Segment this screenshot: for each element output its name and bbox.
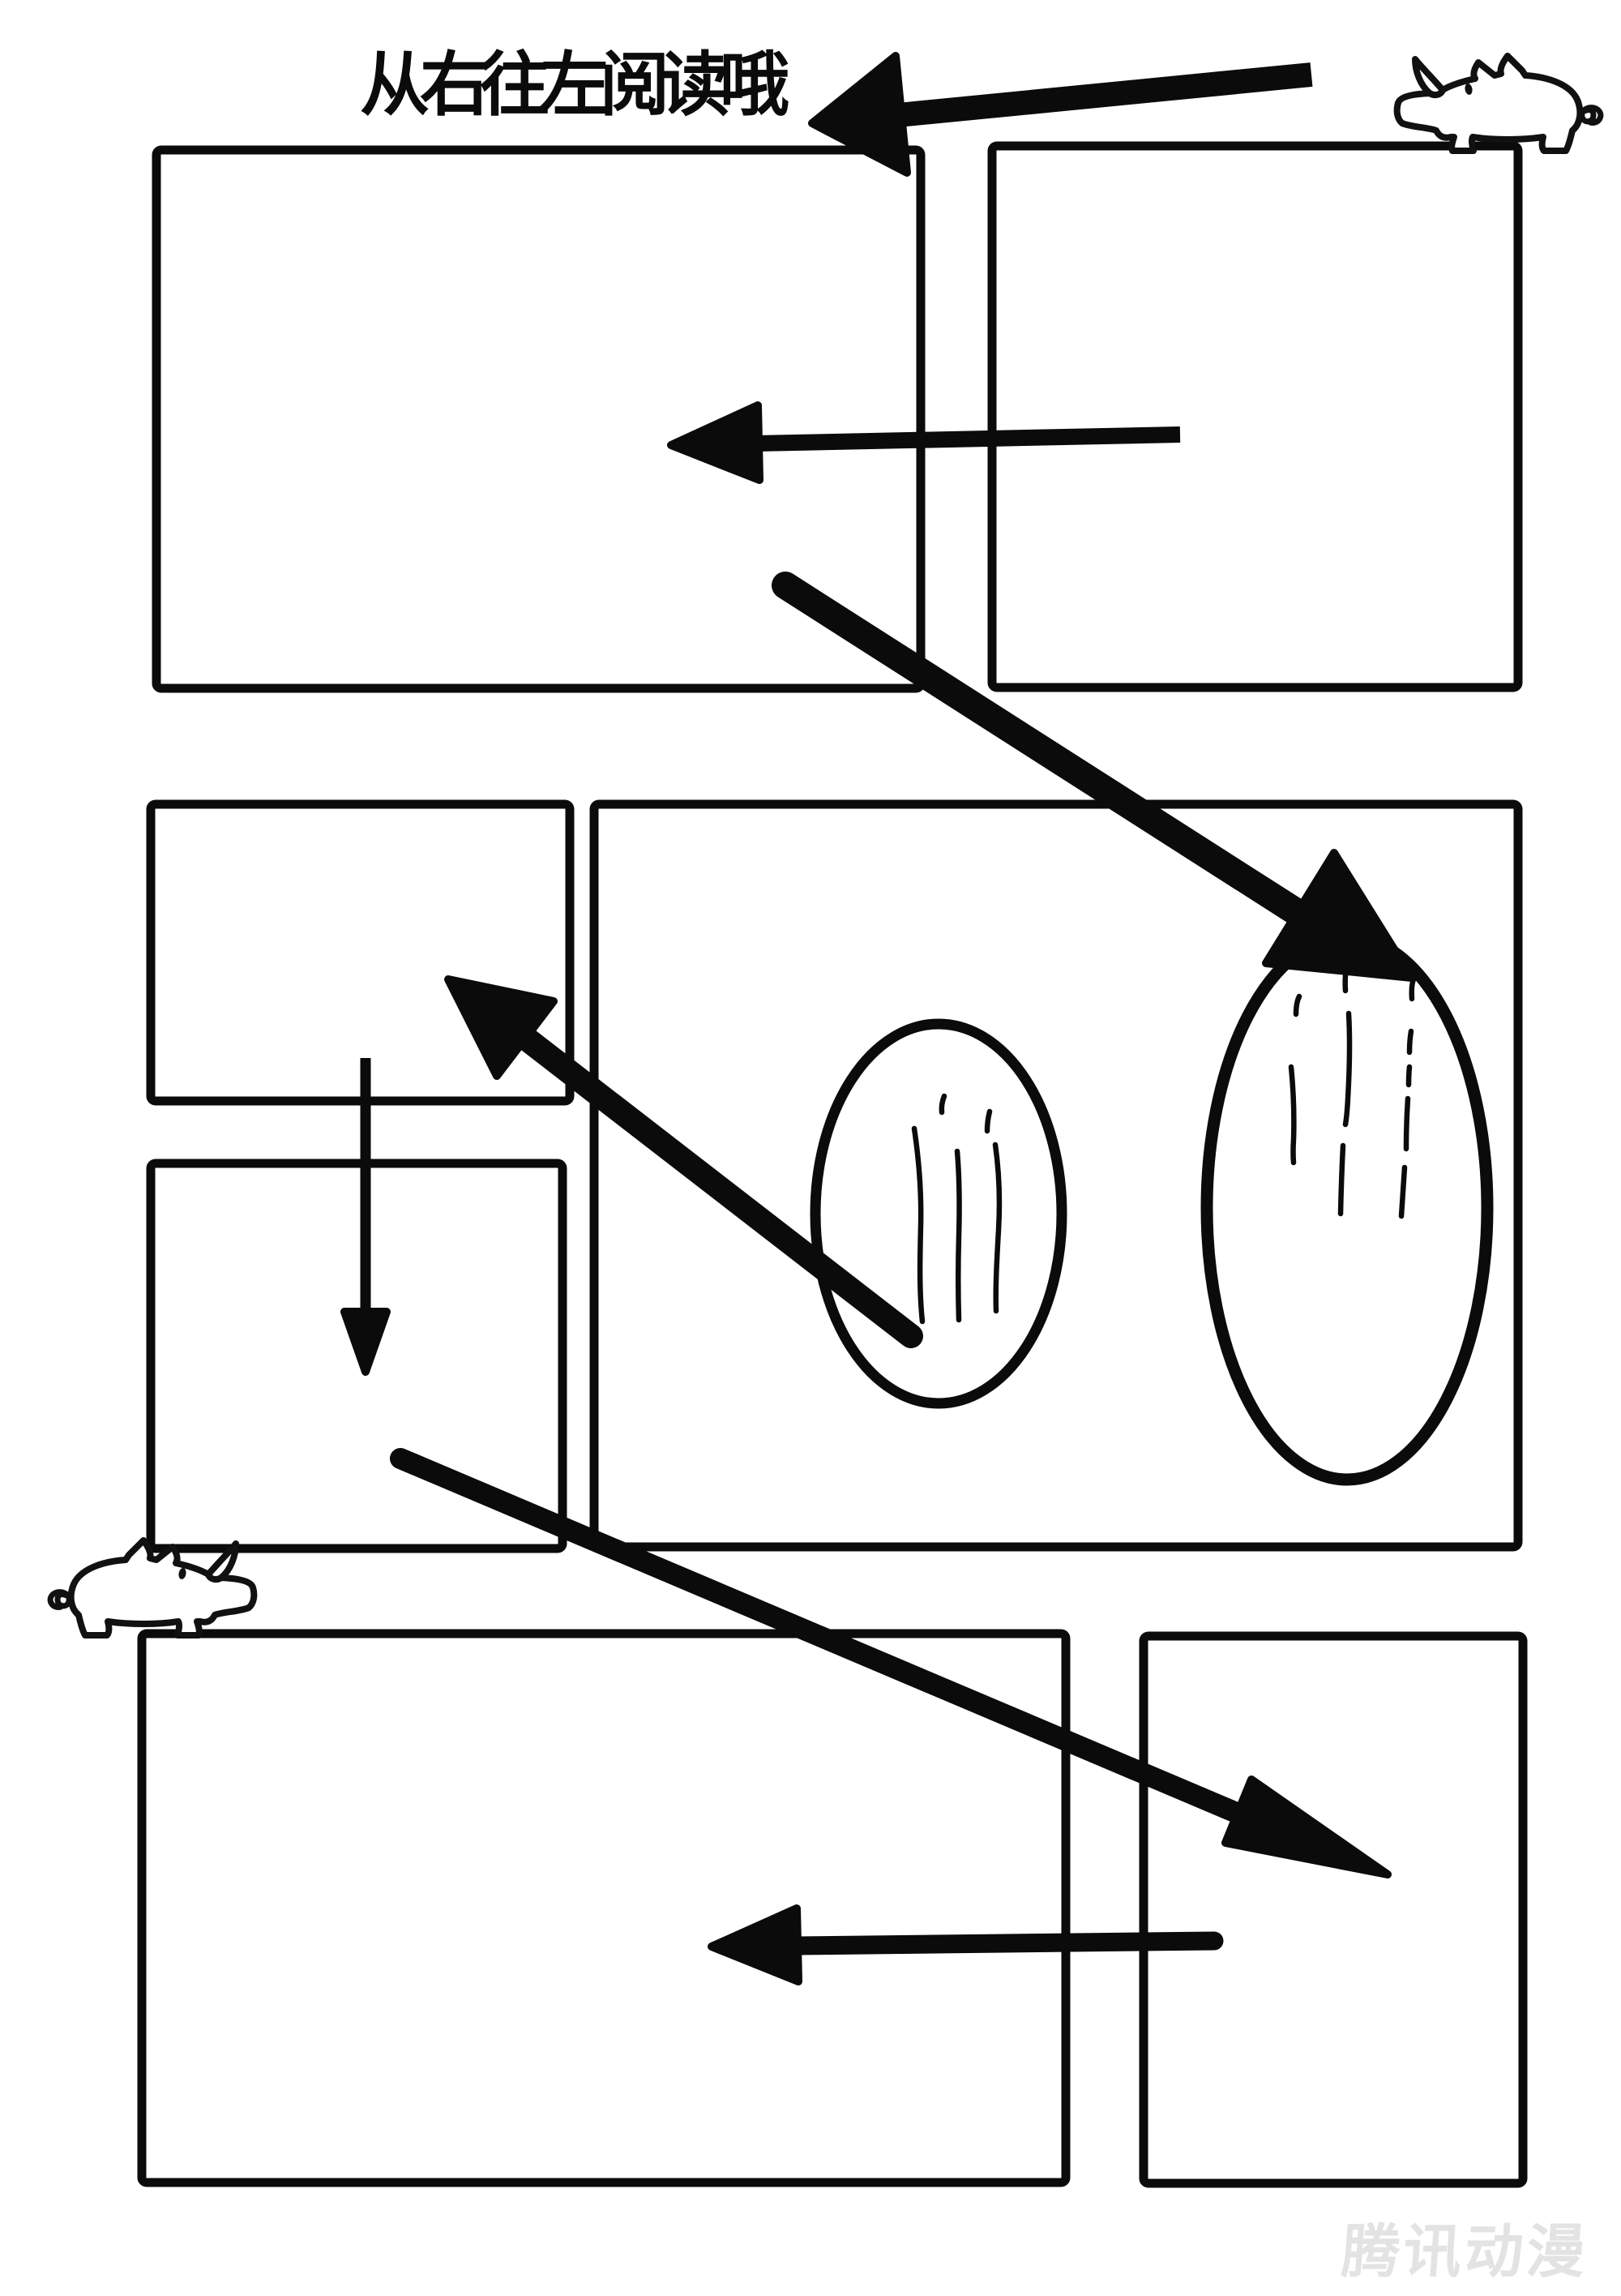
arrow-vertical-down — [340, 1058, 391, 1376]
title-left-arrow — [808, 52, 1313, 177]
arrow-diagonal-to-middle-bubble — [772, 572, 1416, 982]
panel-middle-large — [589, 799, 1523, 1552]
arrow-diagonal-up-left — [444, 975, 923, 1348]
panel-top-left — [152, 145, 926, 693]
speech-bubble-small — [810, 1018, 1067, 1409]
tencent-comics-watermark: 腾讯动漫 — [1339, 2220, 1591, 2285]
speech-bubble-large — [1200, 930, 1494, 1486]
panel-bottom-left — [137, 1629, 1071, 2187]
panel-top-right — [987, 141, 1523, 692]
arrow-bottom-row-left — [708, 1904, 1224, 1985]
panel-bottom-right — [1139, 1631, 1528, 2188]
boar-doodle-icon — [47, 1537, 258, 1638]
panel-middle-small-lower — [146, 1159, 567, 1553]
arrow-top-row-left — [667, 401, 1181, 484]
reading-direction-note: 从右往左阅读哦 — [360, 46, 789, 124]
arrow-diagonal-to-bottom-right — [390, 1448, 1392, 1878]
boar-doodle-icon — [1393, 53, 1604, 154]
